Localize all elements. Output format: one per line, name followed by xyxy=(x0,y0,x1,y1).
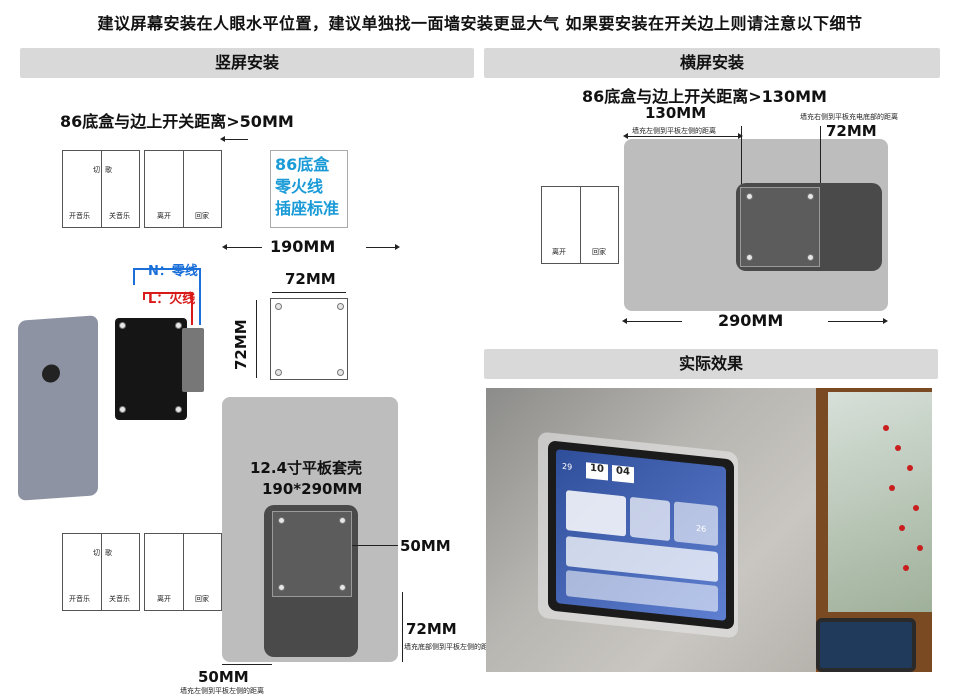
right-dim: 50MM xyxy=(400,537,451,555)
switch-label-music-off: 关音乐 xyxy=(109,212,130,220)
horizontal-dim-top: 130MM xyxy=(645,104,707,122)
spec-line-1: 86底盒 xyxy=(275,155,330,174)
switch-label-leave-lower: 离开 xyxy=(157,595,171,603)
horizontal-distance-note: 86底盒与边上开关距离>130MM xyxy=(582,87,827,106)
red-berries-graphic xyxy=(883,425,923,571)
section-vertical-title: 竖屏安装 xyxy=(20,48,474,78)
horizontal-width-arrow-left xyxy=(622,318,682,324)
wall-charger-graphic xyxy=(115,318,187,420)
horizontal-switch-leave: 离开 xyxy=(552,248,566,256)
horizontal-mount-plate xyxy=(740,187,820,267)
width-arrow-right xyxy=(366,244,400,250)
horizontal-guide-1 xyxy=(741,126,742,184)
horizontal-dim-right: 72MM xyxy=(826,122,877,140)
box-spec-note: 86底盒 零火线 插座标准 xyxy=(270,150,348,228)
vertical-tablet-dark xyxy=(264,505,358,657)
screen-card-1 xyxy=(566,490,626,537)
left-dim: 50MM xyxy=(198,668,249,686)
switch-label-ge: 歌 xyxy=(105,166,112,174)
distance-arrow xyxy=(220,136,248,142)
screen-card-3 xyxy=(674,501,718,547)
screen-card-2 xyxy=(630,496,670,542)
horizontal-tablet-dark xyxy=(736,183,882,271)
switch-plate-home: 离开 回家 xyxy=(144,150,222,228)
horizontal-width-arrow-right xyxy=(828,318,888,324)
switch-label-home: 回家 xyxy=(195,212,209,220)
bottom-dim-line xyxy=(402,592,403,662)
window-glass xyxy=(828,392,932,612)
left-dim-note: 墙充左侧到平板左侧的距离 xyxy=(180,687,264,695)
plate-hole xyxy=(42,363,60,384)
mount-width-line xyxy=(272,292,346,293)
case-title: 12.4寸平板套壳 xyxy=(250,459,363,477)
left-dim-line xyxy=(222,664,272,665)
switch-label-home-lower: 回家 xyxy=(195,595,209,603)
switch-label-qie: 切 xyxy=(93,166,100,174)
vertical-width-dim: 190MM xyxy=(270,237,336,256)
horizontal-guide-2 xyxy=(820,126,821,184)
screen-temp: 29 xyxy=(562,461,573,472)
tablet-bezel: 10 04 29 26 xyxy=(548,440,734,630)
screen-clock-hour: 10 xyxy=(586,462,608,481)
mount-height-line xyxy=(256,300,257,378)
switch-label-qie-lower: 切 xyxy=(93,549,100,557)
effect-photo: 10 04 29 26 xyxy=(486,388,932,672)
bottom-dim-note: 墙充底部侧到平板左侧的距离 xyxy=(404,643,495,651)
switch-label-leave: 离开 xyxy=(157,212,171,220)
neutral-wire-label: N：零线 xyxy=(148,264,198,279)
mount-outline xyxy=(270,298,348,380)
mount-height-dim: 72MM xyxy=(232,319,250,370)
spec-line-3: 插座标准 xyxy=(275,199,340,218)
right-dim-line xyxy=(352,545,398,546)
back-plate-graphic xyxy=(18,315,98,501)
horizontal-top-line xyxy=(623,133,743,139)
switch-label-music-off-lower: 关音乐 xyxy=(109,595,130,603)
live-wire xyxy=(143,292,193,325)
mount-width-dim: 72MM xyxy=(285,270,336,288)
switch-label-music-on: 开音乐 xyxy=(69,212,90,220)
live-wire-label: L：火线 xyxy=(148,292,196,307)
case-size: 190*290MM xyxy=(262,480,363,498)
switch-label-music-on-lower: 开音乐 xyxy=(69,595,90,603)
section-horizontal-title: 横屏安装 xyxy=(484,48,940,78)
charger-side-graphic xyxy=(182,328,204,392)
switch-label-ge-lower: 歌 xyxy=(105,549,112,557)
horizontal-width-dim: 290MM xyxy=(718,311,784,330)
vertical-distance-note: 86底盒与边上开关距离>50MM xyxy=(60,112,294,131)
switch-plate-home-lower: 离开 回家 xyxy=(144,533,222,611)
switch-plate-music: 切 歌 开音乐 关音乐 xyxy=(62,150,140,228)
page-headline: 建议屏幕安装在人眼水平位置，建议单独找一面墙安装更显大气 如果要安装在开关边上则… xyxy=(97,14,863,33)
spec-line-2: 零火线 xyxy=(275,177,324,196)
screen-clock-min: 04 xyxy=(612,464,634,484)
section-effect-title: 实际效果 xyxy=(484,349,938,379)
neutral-wire xyxy=(133,268,201,325)
wires-graphic xyxy=(133,268,201,325)
width-arrow-left xyxy=(222,244,262,250)
horizontal-dim-right-note: 墙充右侧到平板充电底部的距离 xyxy=(800,113,898,121)
tablet-screen: 10 04 29 26 xyxy=(556,449,726,621)
horizontal-switch-plate: 离开 回家 xyxy=(541,186,619,264)
bottom-dim: 72MM xyxy=(406,620,457,638)
switch-plate-music-lower: 切 歌 开音乐 关音乐 xyxy=(62,533,140,611)
horizontal-switch-home: 回家 xyxy=(592,248,606,256)
horizontal-dim-top-note: 墙充左侧到平板左侧的距离 xyxy=(632,127,716,135)
second-tablet-corner xyxy=(816,618,916,672)
vertical-mount-plate xyxy=(272,511,352,597)
